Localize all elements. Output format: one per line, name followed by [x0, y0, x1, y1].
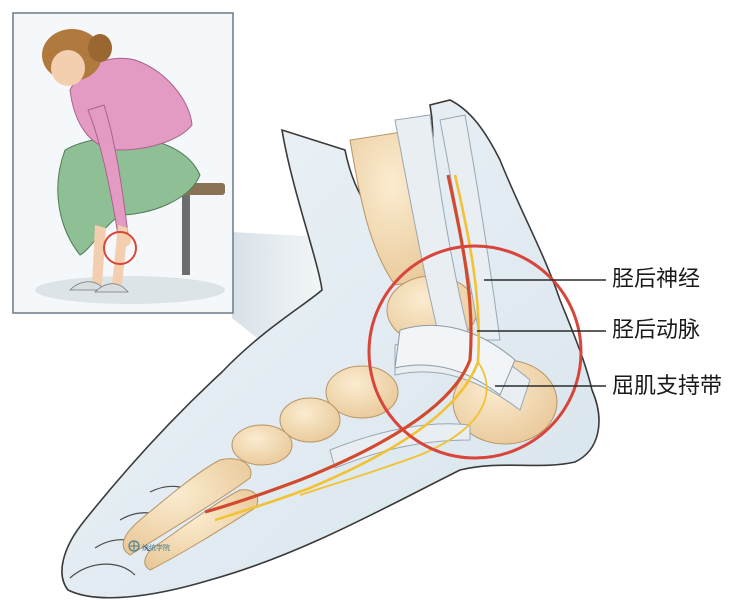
label-posterior-tibial-artery: 胫后动脉: [612, 320, 700, 342]
inset-panel: [13, 13, 233, 313]
watermark-text: 统统学院: [142, 543, 170, 553]
watermark-logo: [129, 541, 139, 551]
label-flexor-retinaculum: 屈肌支持带: [612, 376, 722, 398]
label-posterior-tibial-nerve: 胫后神经: [612, 269, 700, 291]
